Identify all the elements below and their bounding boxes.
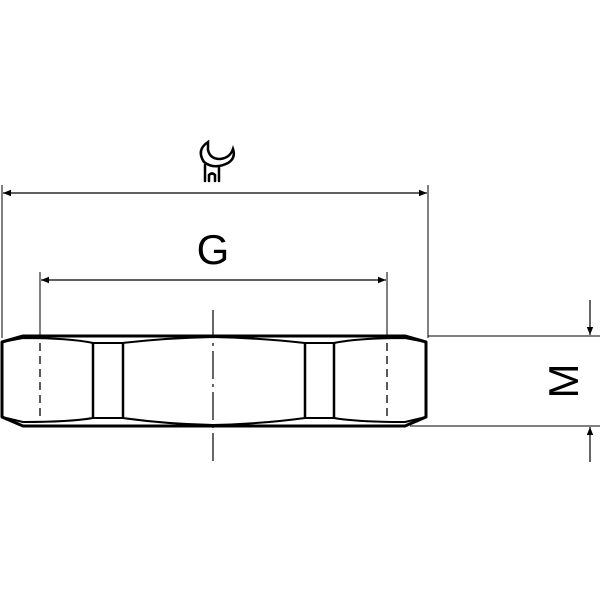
thread-label: G (197, 226, 230, 273)
hidden-thread-lines (39, 343, 388, 422)
height-label: M (540, 364, 587, 399)
nut-body (0, 334, 428, 428)
extension-lines (1, 185, 600, 427)
wrench-icon (199, 139, 236, 183)
